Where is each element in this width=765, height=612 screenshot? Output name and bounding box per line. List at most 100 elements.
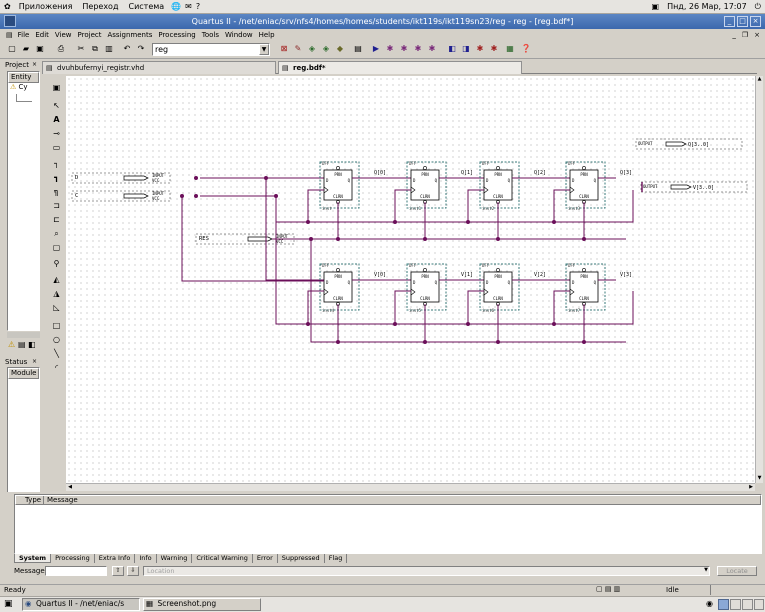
workspace-switcher-icon[interactable]: ◉ (706, 599, 713, 608)
location-dropdown-icon[interactable]: ▼ (704, 567, 708, 573)
orthogonal-node-tool-icon[interactable]: ┐ (54, 159, 59, 168)
tab-dvuhbufernyi-registr[interactable]: ▤ dvuhbufernyi_registr.vhd (42, 61, 276, 74)
text-tool-icon[interactable]: A (53, 115, 60, 124)
menu-help[interactable]: Help (258, 30, 275, 39)
analysis-icon[interactable]: ✱ (386, 44, 394, 53)
tab-extra-info[interactable]: Extra Info (95, 554, 136, 563)
message-column-header[interactable]: Message (47, 496, 78, 504)
print-icon[interactable]: ⎙ (57, 44, 65, 53)
panel-close-icon[interactable]: × (32, 61, 38, 68)
entity-column-header[interactable]: Entity (8, 72, 39, 83)
simulation-icon[interactable]: ◧ (448, 44, 456, 53)
locate-button[interactable]: Locate (717, 566, 757, 576)
hscroll-right-icon[interactable]: ▶ (749, 484, 753, 490)
redo-icon[interactable]: ↷ (137, 44, 145, 53)
canvas-vscrollbar[interactable]: ▲ ▼ (755, 76, 763, 483)
menu-system[interactable]: Система (128, 2, 165, 11)
message-down-icon[interactable]: ⇩ (127, 566, 139, 576)
tab-info[interactable]: Info (135, 554, 157, 563)
conduit-tool-icon[interactable]: ╗ (54, 187, 59, 196)
doc-restore-icon[interactable]: ❐ (741, 30, 749, 39)
rtl-viewer-icon[interactable]: ✱ (490, 44, 498, 53)
clock[interactable]: Пнд, 26 Мар, 17:07 (667, 2, 747, 11)
zoom-tool-icon[interactable]: ⌕ (54, 229, 59, 238)
taskbar-item-quartus[interactable]: ◉ Quartus II - /net/eniac/s (22, 598, 140, 611)
rotate-icon[interactable]: ◺ (53, 303, 60, 312)
find-icon[interactable]: ⚲ (53, 259, 60, 268)
chevron-down-icon[interactable]: ▼ (259, 44, 269, 55)
hierarchy-tab-icon[interactable]: ⚠ (8, 340, 16, 349)
close-icon[interactable]: × (750, 16, 761, 27)
arc-tool-icon[interactable]: ◜ (54, 363, 59, 372)
gnome-foot-icon[interactable]: ✿ (4, 2, 11, 11)
menu-tools[interactable]: Tools (201, 30, 219, 39)
symbol-tool-icon[interactable]: ⊸ (53, 129, 60, 138)
mail-launcher-icon[interactable]: ✉ (185, 2, 192, 11)
help-launcher-icon[interactable]: ? (195, 2, 201, 11)
compilation-report-icon[interactable]: ✱ (476, 44, 484, 53)
timing-icon[interactable]: ◈ (322, 44, 330, 53)
tab-warning[interactable]: Warning (157, 554, 193, 563)
workspace-1[interactable] (718, 599, 729, 610)
settings-icon[interactable]: ⊠ (280, 44, 288, 53)
block-tool-icon[interactable]: ▭ (52, 143, 61, 152)
vscroll-up-icon[interactable]: ▲ (757, 76, 762, 82)
message-field[interactable] (45, 566, 107, 576)
type-column-header[interactable]: Type (16, 496, 44, 504)
tab-critical-warning[interactable]: Critical Warning (192, 554, 253, 563)
new-file-icon[interactable]: ▢ (8, 44, 16, 53)
undo-icon[interactable]: ↶ (123, 44, 131, 53)
menu-window[interactable]: Window (225, 30, 253, 39)
doc-close-icon[interactable]: × (754, 30, 760, 39)
maximize-icon[interactable]: □ (737, 16, 748, 27)
rectangle-tool-icon[interactable]: □ (52, 321, 61, 330)
pin-planner-icon[interactable]: ◈ (308, 44, 316, 53)
menu-edit[interactable]: Edit (35, 30, 49, 39)
copy-icon[interactable]: ⧉ (92, 44, 98, 53)
waveform-icon[interactable]: ◨ (462, 44, 470, 53)
workspace-3[interactable] (742, 599, 753, 610)
orthogonal-bus-tool-icon[interactable]: ┓ (54, 173, 59, 182)
line-tool-icon[interactable]: ╲ (54, 349, 59, 358)
entity-combo[interactable]: reg ▼ (152, 43, 270, 56)
tab-reg-bdf[interactable]: ▤ reg.bdf* (278, 61, 522, 74)
tab-processing[interactable]: Processing (51, 554, 95, 563)
selection-tool-icon[interactable]: ↖ (53, 101, 60, 110)
menu-places[interactable]: Переход (82, 2, 119, 11)
programmer-icon[interactable]: ▦ (506, 44, 514, 53)
open-file-icon[interactable]: ▰ (22, 44, 30, 53)
module-column-header[interactable]: Module (8, 368, 39, 379)
menu-view[interactable]: View (54, 30, 72, 39)
status-close-icon[interactable]: × (32, 358, 38, 365)
flip-horizontal-icon[interactable]: ◭ (53, 275, 60, 284)
tab-system[interactable]: System (14, 554, 52, 563)
help-icon[interactable]: ❓ (521, 44, 531, 53)
browser-launcher-icon[interactable]: 🌐 (171, 2, 182, 11)
rubberbanding-icon[interactable]: ⊐ (53, 201, 60, 210)
minimize-icon[interactable]: _ (724, 16, 735, 27)
tree-hscroll[interactable] (7, 332, 40, 338)
save-icon[interactable]: ▣ (36, 44, 44, 53)
menu-processing[interactable]: Processing (158, 30, 196, 39)
menu-project[interactable]: Project (77, 30, 102, 39)
chip-planner-icon[interactable]: ◆ (336, 44, 344, 53)
detach-window-icon[interactable]: ▣ (52, 83, 61, 92)
menu-applications[interactable]: Приложения (18, 2, 73, 11)
fitter-icon[interactable]: ✱ (414, 44, 422, 53)
tree-item[interactable]: ⚠ Cy (8, 83, 39, 94)
tab-error[interactable]: Error (253, 554, 278, 563)
vscroll-down-icon[interactable]: ▼ (757, 475, 762, 481)
tab-flag[interactable]: Flag (325, 554, 348, 563)
oval-tool-icon[interactable]: ○ (53, 335, 60, 344)
canvas-hscrollbar[interactable]: ◀ ▶ (66, 483, 755, 491)
assignment-editor-icon[interactable]: ✎ (294, 44, 302, 53)
workspace-4[interactable] (754, 599, 764, 610)
menu-assignments[interactable]: Assignments (107, 30, 153, 39)
menu-file[interactable]: File (17, 30, 30, 39)
flip-vertical-icon[interactable]: ◮ (53, 289, 60, 298)
files-tab-icon[interactable]: ▤ (18, 340, 26, 349)
tab-suppressed[interactable]: Suppressed (278, 554, 325, 563)
design-partitions-icon[interactable]: ▤ (354, 44, 362, 53)
show-desktop-icon[interactable]: ▣ (4, 599, 13, 609)
